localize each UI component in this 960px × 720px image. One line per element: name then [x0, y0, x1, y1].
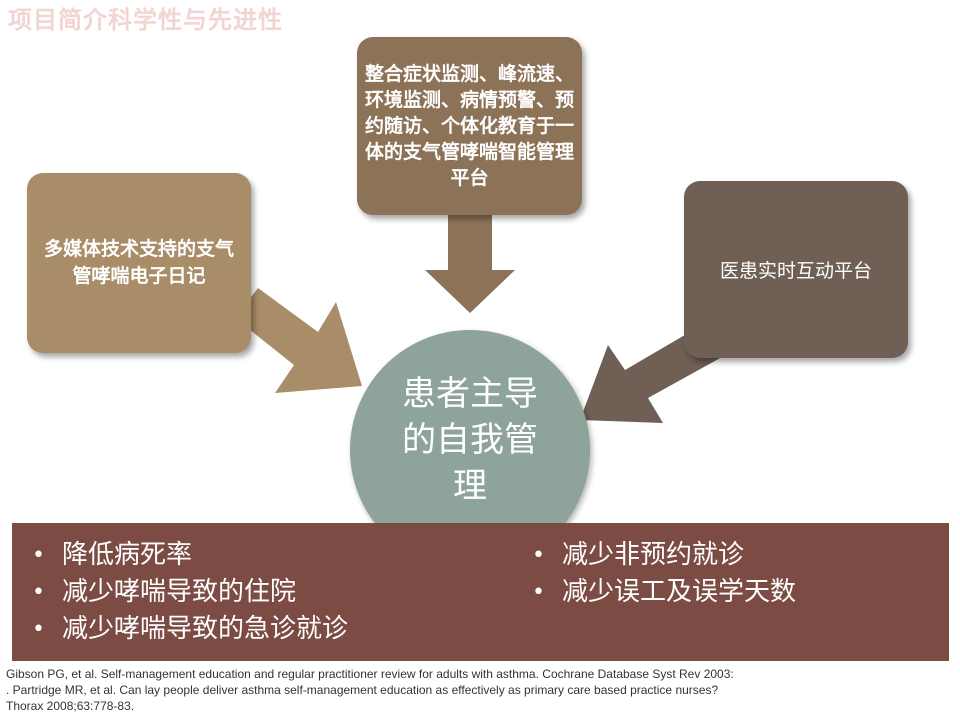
box-smart-management-platform: 整合症状监测、峰流速、环境监测、病情预警、预约随访、个体化教育于一体的支气管哮喘…	[357, 37, 582, 215]
bullet-icon: •	[532, 543, 545, 568]
arrow-left	[235, 288, 362, 393]
bullet-icon: •	[32, 617, 45, 642]
slide-title: 项目简介科学性与先进性	[8, 6, 283, 34]
reference-line: Thorax 2008;63:778-83.	[6, 699, 135, 713]
outcome-item: •减少哮喘导致的急诊就诊	[32, 611, 348, 648]
arrow-top	[425, 215, 515, 313]
outcome-item: •降低病死率	[32, 537, 348, 574]
bullet-icon: •	[32, 580, 45, 605]
outcome-item: •减少哮喘导致的住院	[32, 574, 348, 611]
outcome-item: •减少误工及误学天数	[532, 574, 796, 611]
reference-line: Gibson PG, et al. Self-management educat…	[6, 667, 734, 681]
bullet-icon: •	[32, 543, 45, 568]
box-interaction-platform: 医患实时互动平台	[684, 181, 908, 358]
outcomes-left-list: •降低病死率 •减少哮喘导致的住院 •减少哮喘导致的急诊就诊	[32, 537, 348, 648]
outcomes-panel: •降低病死率 •减少哮喘导致的住院 •减少哮喘导致的急诊就诊 •减少非预约就诊 …	[12, 523, 949, 661]
outcome-item: •减少非预约就诊	[532, 537, 796, 574]
references: Gibson PG, et al. Self-management educat…	[6, 666, 946, 714]
bullet-icon: •	[532, 580, 545, 605]
reference-line: . Partridge MR, et al. Can lay people de…	[6, 683, 719, 697]
box-electronic-diary: 多媒体技术支持的支气管哮喘电子日记	[27, 173, 251, 353]
outcomes-right-list: •减少非预约就诊 •减少误工及误学天数	[532, 537, 796, 611]
